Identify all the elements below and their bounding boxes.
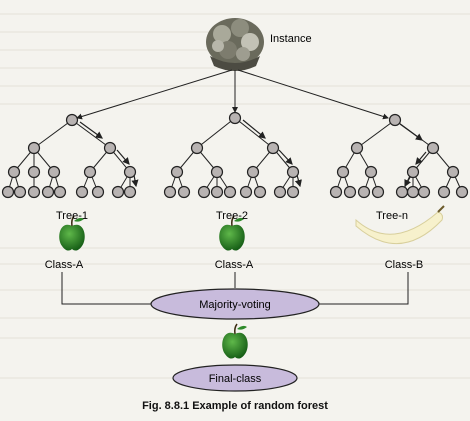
final-class-node bbox=[172, 364, 298, 392]
apple-icon bbox=[59, 215, 85, 251]
apple-icon bbox=[222, 323, 248, 359]
tree-1-graph bbox=[1, 113, 139, 199]
tree-n-graph bbox=[329, 113, 469, 199]
majority-voting-label: Majority-voting bbox=[199, 299, 271, 311]
tree-2-label: Tree-2 bbox=[216, 210, 248, 222]
instance-links bbox=[76, 69, 389, 120]
figure-caption: Fig. 8.8.1 Example of random forest bbox=[142, 400, 328, 412]
tree-1-class: Class-A bbox=[45, 259, 84, 271]
tree-2-class: Class-A bbox=[215, 259, 254, 271]
tree-n-class: Class-B bbox=[385, 259, 424, 271]
voting-links bbox=[61, 272, 409, 305]
tree-1-label: Tree-1 bbox=[56, 210, 88, 222]
tree-n-label: Tree-n bbox=[376, 210, 408, 222]
majority-voting-node bbox=[150, 288, 320, 320]
tree-2-graph bbox=[163, 111, 302, 199]
banana-icon bbox=[355, 205, 445, 245]
apple-icon bbox=[219, 215, 245, 251]
instance-label: Instance bbox=[270, 33, 312, 45]
final-class-label: Final-class bbox=[209, 373, 262, 385]
instance-image bbox=[206, 18, 264, 71]
